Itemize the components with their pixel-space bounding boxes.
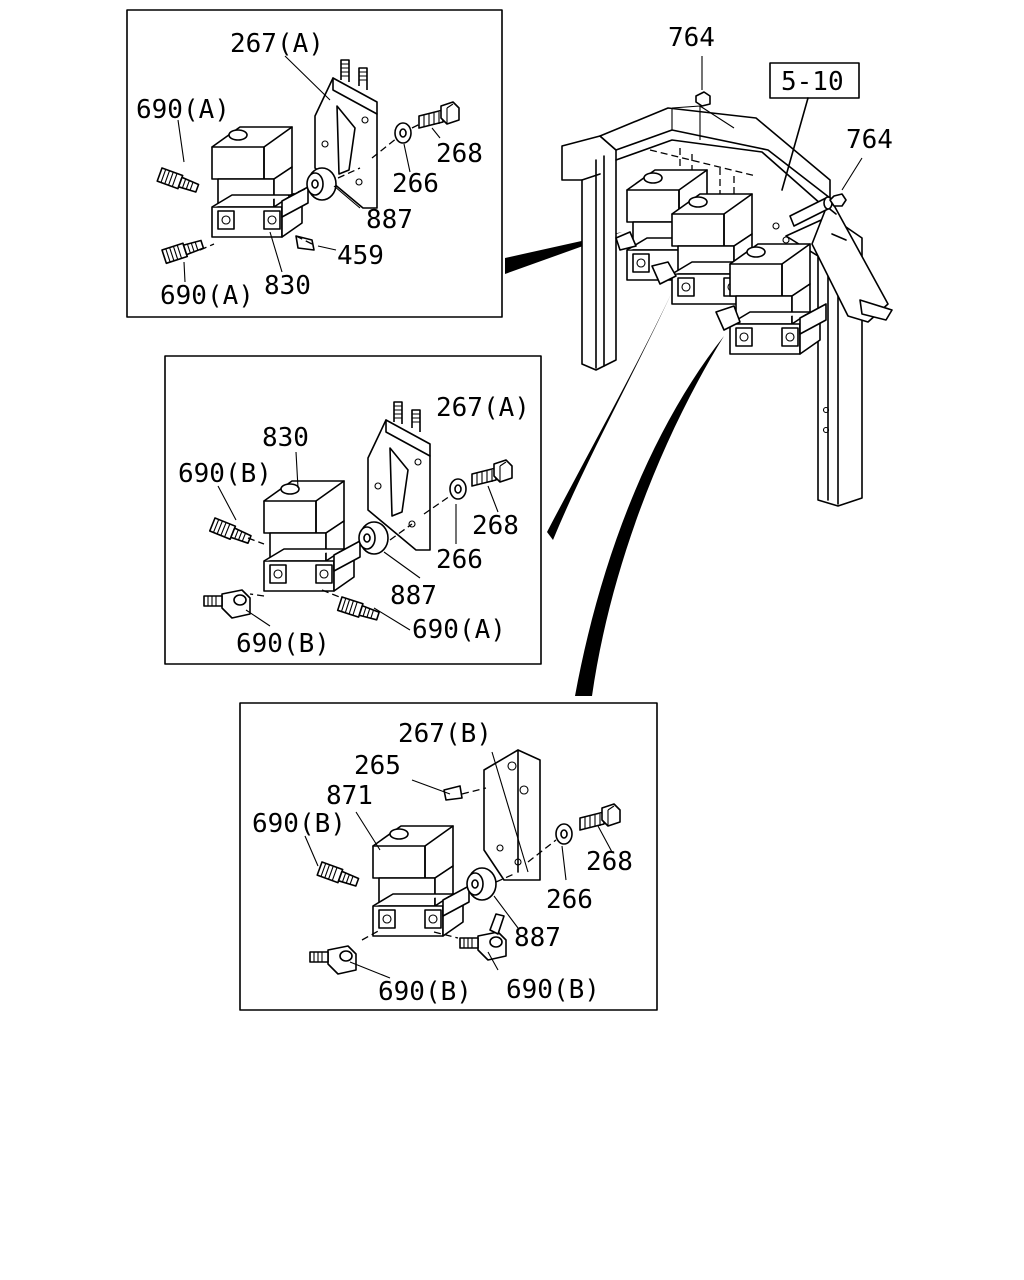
detail-box-3: 267(B) 265 871 690(B) 268 266 887 690(B)… <box>239 702 658 1011</box>
label-268: 268 <box>586 847 633 877</box>
label-690a-bottom: 690(A) <box>160 281 254 311</box>
label-690b-left: 690(B) <box>178 459 272 489</box>
label-267a: 267(A) <box>436 393 530 423</box>
label-764-right: 764 <box>846 125 893 155</box>
label-266: 266 <box>436 545 483 575</box>
label-690b-bottom: 690(B) <box>236 629 330 659</box>
label-266: 266 <box>546 885 593 915</box>
label-265: 265 <box>354 751 401 781</box>
label-690b-left: 690(B) <box>252 809 346 839</box>
label-887: 887 <box>390 581 437 611</box>
label-690b-bottom-left: 690(B) <box>378 977 472 1007</box>
ref-box-5-10: 5-10 <box>781 67 844 97</box>
overview-frame: 764 764 5-10 <box>561 23 893 507</box>
label-268: 268 <box>436 139 483 169</box>
detail-box-1: 267(A) 690(A) 268 266 887 459 690(A) 830 <box>126 9 503 318</box>
label-764-top: 764 <box>668 23 715 53</box>
label-690b-bottom-right: 690(B) <box>506 975 600 1005</box>
label-887: 887 <box>514 923 561 953</box>
label-267a: 267(A) <box>230 29 324 59</box>
label-830: 830 <box>264 271 311 301</box>
detail-box-2: 830 267(A) 690(B) 268 266 887 690(A) 690… <box>164 355 542 665</box>
label-830: 830 <box>262 423 309 453</box>
label-690a-top: 690(A) <box>136 95 230 125</box>
label-887: 887 <box>366 205 413 235</box>
label-871: 871 <box>326 781 373 811</box>
label-266: 266 <box>392 169 439 199</box>
label-459: 459 <box>337 241 384 271</box>
label-690a-right: 690(A) <box>412 615 506 645</box>
label-268: 268 <box>472 511 519 541</box>
label-267b: 267(B) <box>398 719 492 749</box>
